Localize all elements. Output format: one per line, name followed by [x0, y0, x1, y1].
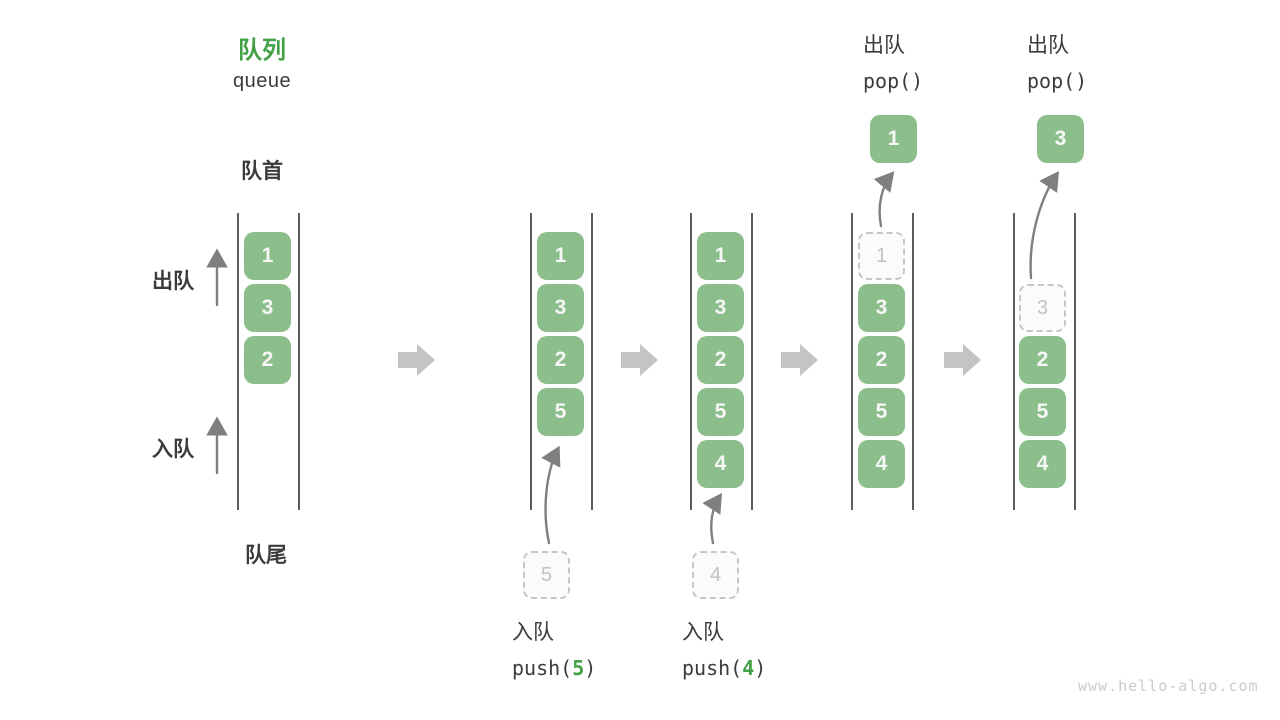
queue-rear-label: 队尾: [245, 544, 287, 567]
queue-cell: 1: [244, 232, 291, 280]
push-arg-value: 4: [742, 656, 755, 680]
push-code-label: push(5): [512, 656, 597, 680]
push-arg-value: 5: [572, 656, 585, 680]
step-right-arrow-icon: [621, 344, 658, 376]
queue-cell: 5: [697, 388, 744, 436]
pop-code-label: pop(): [1027, 69, 1088, 93]
queue-cell: 2: [537, 336, 584, 384]
pop1-arrow-icon: [873, 171, 895, 228]
pop-code-label: pop(): [863, 69, 924, 93]
col4-right-rail: [912, 213, 914, 510]
push-code-label: push(4): [682, 656, 767, 680]
pop3-operation-label: 出队 pop(): [1027, 33, 1087, 97]
queue-cell: 2: [1019, 336, 1066, 384]
col2-right-rail: [591, 213, 593, 510]
staging-value-box: 5: [523, 551, 570, 599]
queue-cell: 1: [697, 232, 744, 280]
queue-cell: 4: [1019, 440, 1066, 488]
col1-right-rail: [298, 213, 300, 510]
queue-cell: 3: [244, 284, 291, 332]
col5-left-rail: [1013, 213, 1015, 510]
col3-left-rail: [690, 213, 692, 510]
step-right-arrow-icon: [398, 344, 435, 376]
queue-cell: 5: [537, 388, 584, 436]
popped-value-box: 3: [1037, 115, 1084, 163]
col1-left-rail: [237, 213, 239, 510]
queue-cell: 4: [858, 440, 905, 488]
queue-cell: 3: [697, 284, 744, 332]
push5-operation-label: 入队 push(5): [512, 620, 596, 684]
popped-slot-ghost: 1: [858, 232, 905, 280]
push4-arrow-icon: [702, 493, 722, 545]
pop3-arrow-icon: [1029, 171, 1060, 280]
col4-left-rail: [851, 213, 853, 510]
step-right-arrow-icon: [781, 344, 818, 376]
popped-value-box: 1: [870, 115, 917, 163]
diagram-subtitle: queue: [233, 70, 292, 92]
push5-arrow-icon: [541, 445, 561, 545]
queue-cell: 4: [697, 440, 744, 488]
col3-right-rail: [751, 213, 753, 510]
queue-cell: 2: [697, 336, 744, 384]
dequeue-side-label: 出队: [152, 270, 194, 293]
pop1-operation-label: 出队 pop(): [863, 33, 923, 97]
queue-cell: 3: [537, 284, 584, 332]
popped-slot-ghost: 3: [1019, 284, 1066, 332]
queue-cell: 5: [858, 388, 905, 436]
step-right-arrow-icon: [944, 344, 981, 376]
col5-right-rail: [1074, 213, 1076, 510]
col2-left-rail: [530, 213, 532, 510]
push-zh-label: 入队: [682, 621, 724, 644]
pop-zh-label: 出队: [863, 34, 905, 57]
push-zh-label: 入队: [512, 621, 554, 644]
queue-cell: 2: [244, 336, 291, 384]
staging-value-box: 4: [692, 551, 739, 599]
queue-cell: 5: [1019, 388, 1066, 436]
pop-zh-label: 出队: [1027, 34, 1069, 57]
site-watermark: www.hello-algo.com: [1078, 677, 1259, 695]
queue-cell: 3: [858, 284, 905, 332]
queue-front-label: 队首: [241, 160, 283, 183]
queue-cell: 1: [537, 232, 584, 280]
diagram-title: 队列: [238, 37, 286, 64]
push4-operation-label: 入队 push(4): [682, 620, 766, 684]
enqueue-side-label: 入队: [152, 438, 194, 461]
queue-cell: 2: [858, 336, 905, 384]
